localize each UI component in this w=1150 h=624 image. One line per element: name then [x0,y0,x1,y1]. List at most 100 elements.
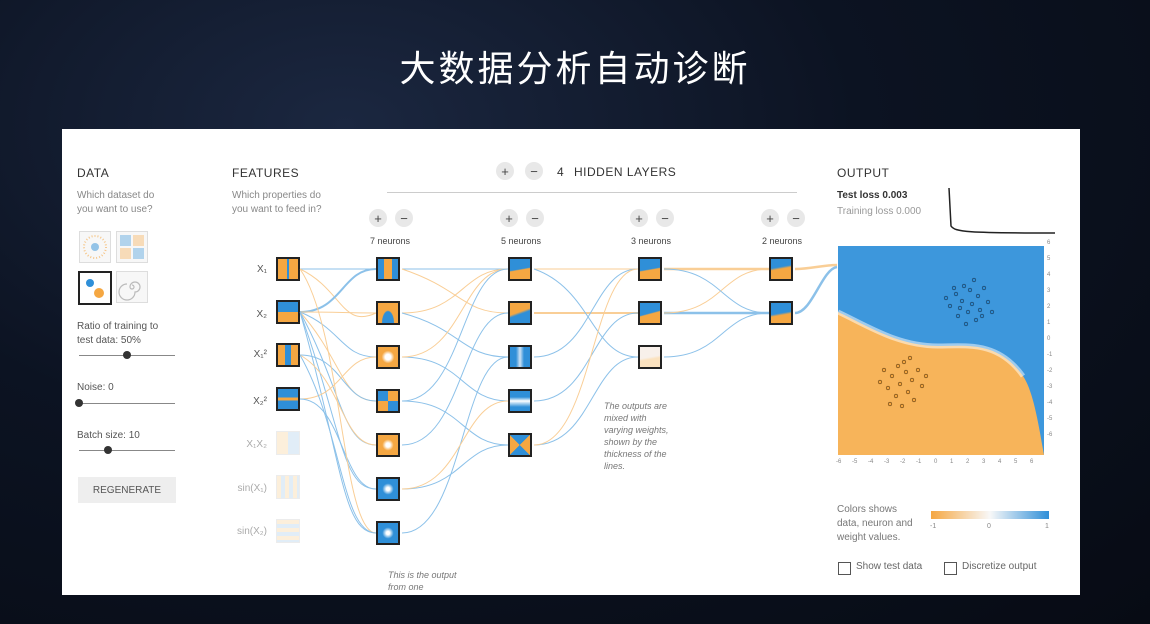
remove-layer-button[interactable]: − [525,162,543,180]
circle-dataset-icon [83,235,107,259]
legend-max: 1 [1045,523,1049,530]
layer2-add-neuron-button[interactable]: + [500,209,518,227]
layer2-neuron-count: 5 neurons [500,236,542,246]
spiral-dataset-icon [118,281,141,301]
output-heatmap [838,246,1044,455]
noise-slider-thumb[interactable] [75,399,83,407]
discretize-label: Discretize output [962,561,1037,572]
batch-slider-thumb[interactable] [104,446,112,454]
features-subtitle-line1: Which properties do [232,190,321,201]
ratio-label-line2: test data: 50% [77,335,141,346]
layer1-neuron-4[interactable] [376,389,400,413]
y-tick: 5 [1047,256,1051,262]
feature-node-sin-x2[interactable] [276,519,300,543]
output-note: This is the output from one [388,570,457,592]
feature-label-x2: X₂ [256,309,267,320]
x-tick: -3 [884,459,890,465]
layer4-remove-neuron-button[interactable]: − [787,209,805,227]
y-tick: -4 [1047,400,1053,406]
layer2-neuron-3[interactable] [508,345,532,369]
y-tick: 1 [1047,320,1051,326]
layer2-neuron-2[interactable] [508,301,532,325]
layer3-remove-neuron-button[interactable]: − [656,209,674,227]
layer4-neuron-count: 2 neurons [761,236,803,246]
slide-title: 大数据分析自动诊断 [399,49,751,90]
feature-label-x2-squared: X₂² [253,396,267,407]
layer2-neuron-1[interactable] [508,257,532,281]
x-tick: 3 [982,459,986,465]
layer3-neuron-2[interactable] [638,301,662,325]
show-test-data-checkbox[interactable] [838,562,851,575]
feature-node-x2[interactable] [276,300,300,324]
layer1-neuron-1[interactable] [376,257,400,281]
layer2-neuron-4[interactable] [508,389,532,413]
layer1-neuron-6[interactable] [376,477,400,501]
y-tick: 6 [1047,240,1051,246]
dataset-xor-thumb[interactable] [116,231,148,263]
layer4-neuron-2[interactable] [769,301,793,325]
layer1-remove-neuron-button[interactable]: − [395,209,413,227]
x-tick: 5 [1014,459,1018,465]
layer4-add-neuron-button[interactable]: + [761,209,779,227]
batch-size-label: Batch size: 10 [77,430,140,441]
show-test-data-label: Show test data [856,561,923,572]
x-tick: -2 [900,459,906,465]
data-section-title: DATA [77,166,110,180]
feature-label-x1: X₁ [256,264,267,275]
add-layer-button[interactable]: + [496,162,514,180]
y-tick: -6 [1047,432,1053,438]
layer4-neuron-1[interactable] [769,257,793,281]
color-scale-bar [931,511,1049,519]
layer1-add-neuron-button[interactable]: + [369,209,387,227]
layer3-add-neuron-button[interactable]: + [630,209,648,227]
regenerate-button[interactable]: REGENERATE [78,477,176,503]
feature-node-sin-x1[interactable] [276,475,300,499]
x-tick: -1 [916,459,922,465]
feature-node-x1-squared[interactable] [276,343,300,367]
dataset-circle-thumb[interactable] [79,231,111,263]
x-tick: -5 [852,459,858,465]
xor-dataset-icon [120,235,144,259]
layer2-neuron-5[interactable] [508,433,532,457]
dataset-spiral-thumb[interactable] [116,271,148,303]
network-connections [299,263,838,534]
layer3-neuron-1[interactable] [638,257,662,281]
ratio-label-line1: Ratio of training to [77,321,159,332]
ratio-slider-thumb[interactable] [123,351,131,359]
data-subtitle-line2: you want to use? [77,204,153,215]
feature-label-x1-squared: X₁² [253,349,267,360]
noise-slider-track[interactable] [79,403,175,404]
x-tick: 6 [1030,459,1034,465]
y-tick: 0 [1047,336,1051,342]
discretize-checkbox[interactable] [944,562,957,575]
layer1-neuron-3[interactable] [376,345,400,369]
batch-slider-track[interactable] [79,450,175,451]
feature-node-x1x2[interactable] [276,431,300,455]
layer1-neuron-7[interactable] [376,521,400,545]
layer1-neuron-2[interactable] [376,301,400,325]
layer2-remove-neuron-button[interactable]: − [526,209,544,227]
layer1-neuron-5[interactable] [376,433,400,457]
layers-divider [387,192,797,193]
legend-mid: 0 [987,523,991,530]
y-tick: 4 [1047,272,1051,278]
legend-text: Colors shows data, neuron and weight val… [837,504,913,543]
loss-curve [948,187,1056,234]
feature-node-x2-squared[interactable] [276,387,300,411]
feature-label-sin-x2: sin(X₂) [237,526,267,537]
y-tick: 3 [1047,288,1051,294]
hidden-layers-label: HIDDEN LAYERS [574,165,677,179]
layer-count: 4 [557,165,564,179]
gaussian-dataset-icon [86,279,104,298]
features-subtitle-line2: you want to feed in? [232,204,322,215]
dataset-gaussian-thumb[interactable] [78,271,112,305]
x-tick: -4 [868,459,874,465]
layer1-neuron-count: 7 neurons [369,236,411,246]
x-tick: 1 [950,459,954,465]
layer3-neuron-3[interactable] [638,345,662,369]
feature-node-x1[interactable] [276,257,300,281]
legend-min: -1 [930,523,937,530]
y-tick: -3 [1047,384,1053,390]
x-tick: 2 [966,459,970,465]
output-section-title: OUTPUT [837,166,890,180]
